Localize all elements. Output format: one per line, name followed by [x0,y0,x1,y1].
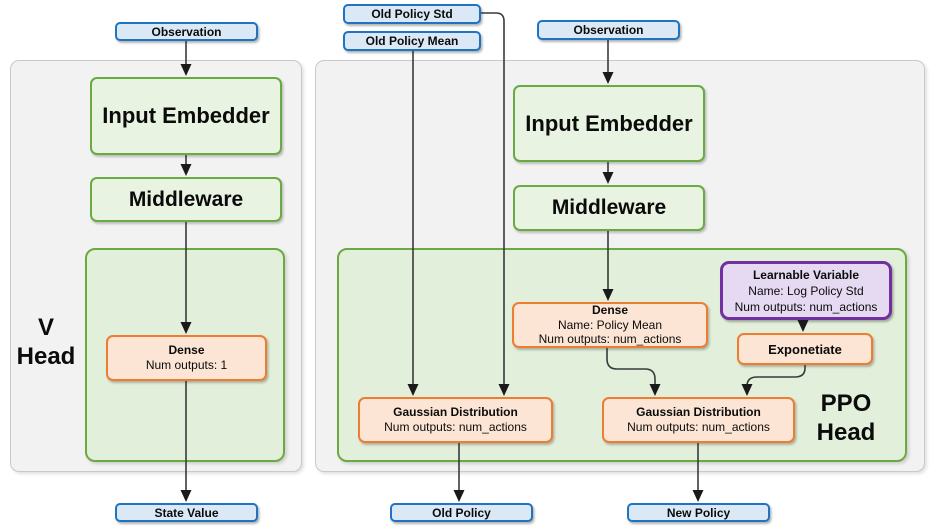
dense-v-outputs: Num outputs: 1 [145,358,228,372]
state-value-output: State Value [115,503,258,522]
learnable-variable-outputs: Num outputs: num_actions [734,299,878,314]
v-head-label-line2: Head [16,343,76,370]
new-policy-output: New Policy [627,503,770,522]
policy-mean-dense-title: Dense [591,303,629,318]
old-policy-output: Old Policy [390,503,533,522]
learnable-variable-title: Learnable Variable [752,267,860,282]
policy-mean-dense-name: Name: Policy Mean [557,317,663,332]
gaussian-distribution-old-node: Gaussian Distribution Num outputs: num_a… [358,397,553,443]
input-embedder-right: Input Embedder [513,85,705,162]
gaussian-old-outputs: Num outputs: num_actions [384,420,527,434]
dense-v-title: Dense [168,343,205,357]
learnable-variable-name: Name: Log Policy Std [748,283,864,298]
gaussian-old-title: Gaussian Distribution [393,405,518,419]
v-head-label-line1: V [37,314,54,341]
gaussian-new-outputs: Num outputs: num_actions [627,420,770,434]
v-head-label: V Head [12,313,80,371]
ppo-head-label-line1: PPO [820,390,872,417]
middleware-left: Middleware [90,177,282,222]
middleware-right: Middleware [513,185,705,231]
old-policy-std-input: Old Policy Std [343,4,481,24]
exponetiate-label: Exponetiate [768,341,842,357]
ppo-head-label: PPO Head [805,389,887,447]
observation-input-right: Observation [537,20,680,40]
dense-v-node: Dense Num outputs: 1 [106,335,267,381]
learnable-variable-node: Learnable Variable Name: Log Policy Std … [720,261,892,320]
input-embedder-left: Input Embedder [90,77,282,155]
exponetiate-node: Exponetiate [737,333,873,365]
ppo-head-label-line2: Head [816,419,876,446]
policy-mean-dense-outputs: Num outputs: num_actions [538,332,682,347]
old-policy-mean-input: Old Policy Mean [343,31,481,51]
gaussian-distribution-new-node: Gaussian Distribution Num outputs: num_a… [602,397,795,443]
observation-input-left: Observation [115,22,258,41]
gaussian-new-title: Gaussian Distribution [636,405,761,419]
policy-mean-dense-node: Dense Name: Policy Mean Num outputs: num… [512,302,708,348]
